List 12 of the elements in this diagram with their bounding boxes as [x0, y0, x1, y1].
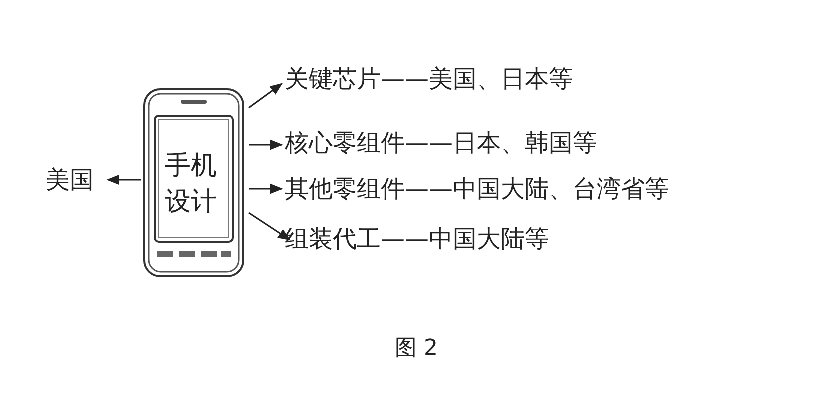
arrow	[249, 184, 284, 194]
node-text: 核心零组件——日本、韩国等	[285, 128, 598, 158]
node-text: 关键芯片——美国、日本等	[285, 64, 574, 94]
arrow	[106, 174, 141, 186]
phone-label: 手机设计	[165, 150, 218, 219]
node-text: 组装代工——中国大陆等	[285, 224, 550, 254]
caption: 图 2	[395, 335, 438, 363]
arrow	[248, 212, 292, 241]
node-text: 美国	[46, 165, 95, 195]
arrow	[248, 83, 284, 109]
arrow	[249, 140, 284, 150]
node-text: 其他零组件——中国大陆、台湾省等	[285, 174, 670, 204]
